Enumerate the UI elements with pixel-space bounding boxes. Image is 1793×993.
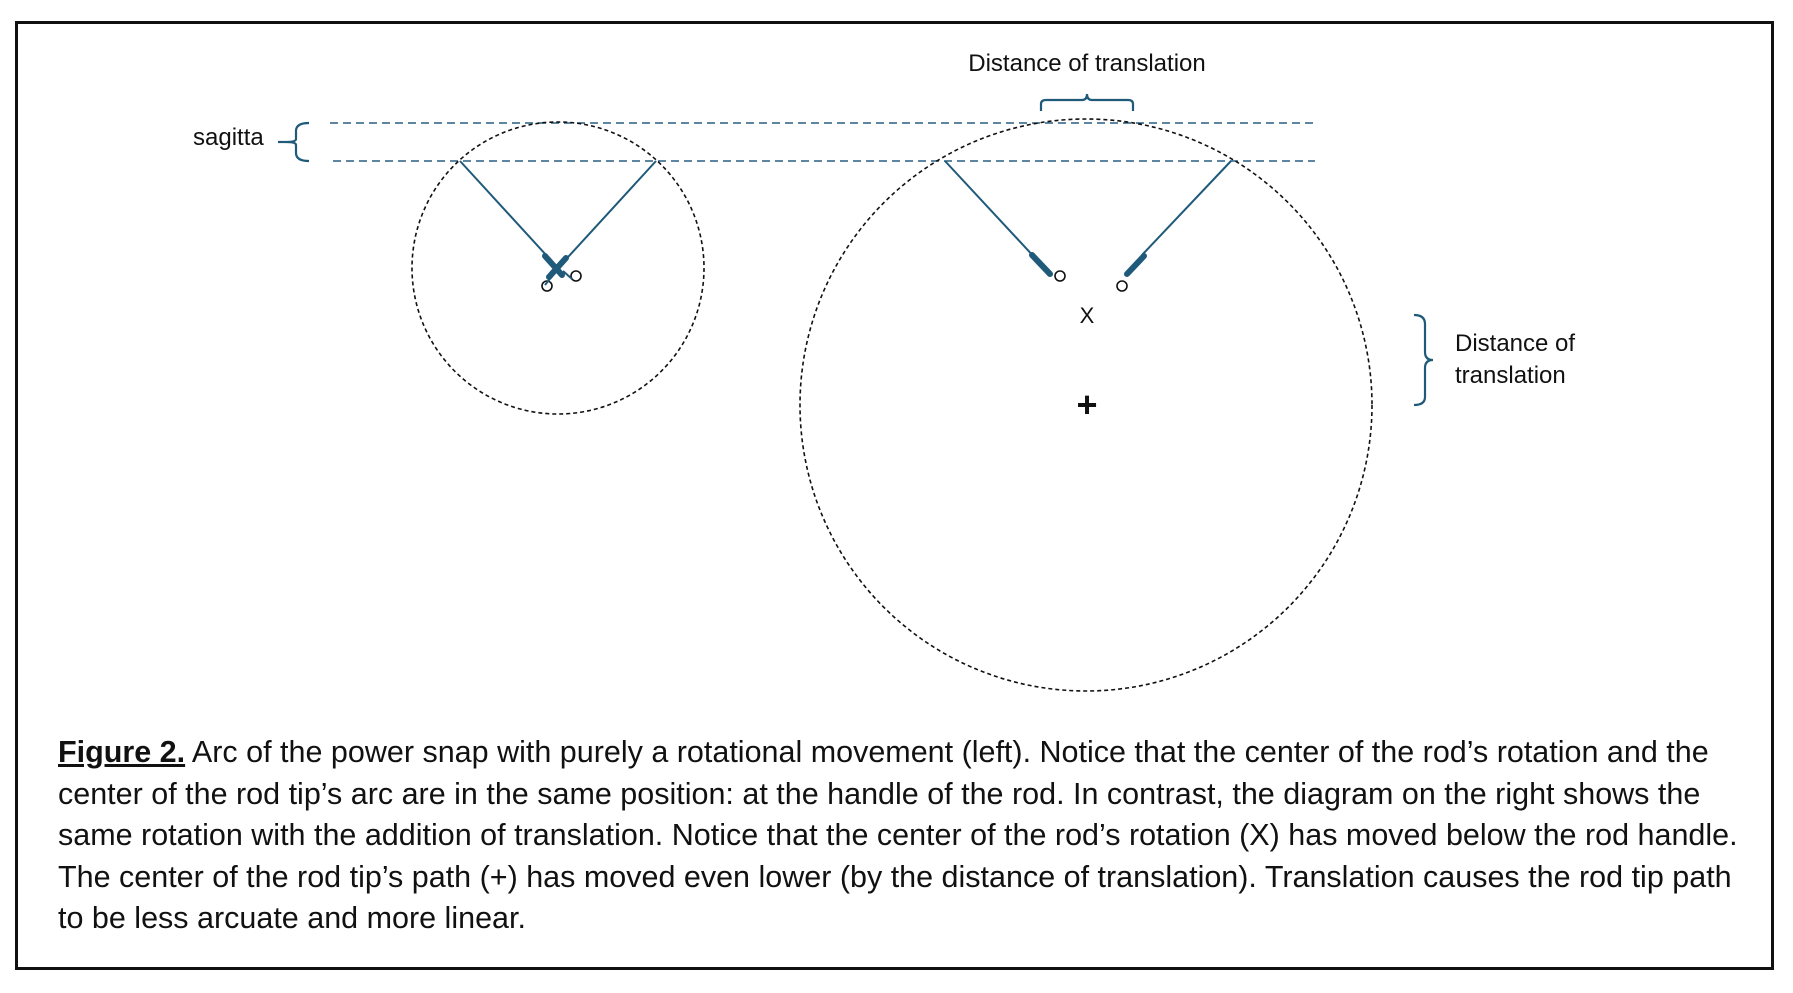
right-rod-2	[1116, 160, 1232, 292]
sagitta-bracket	[285, 121, 310, 163]
figure-label: Figure 2.	[58, 735, 186, 769]
left-tip-path-circle	[411, 121, 705, 415]
top-translation-label: Distance of translation	[968, 50, 1206, 77]
figure-caption: Figure 2. Arc of the power snap with pur…	[58, 732, 1738, 940]
left-rod-1	[459, 160, 582, 282]
figure-frame	[15, 21, 1774, 970]
side-translation-label-line1: Distance of	[1455, 330, 1576, 357]
side-translation-label-line2: translation	[1455, 362, 1566, 389]
right-tip-path-circle	[799, 118, 1373, 692]
top-translation-bracket	[1039, 93, 1135, 111]
right-rod-1	[944, 160, 1066, 282]
arc-center-marker: +	[1076, 384, 1098, 425]
caption-text: Arc of the power snap with purely a rota…	[58, 735, 1738, 935]
sagitta-label: sagitta	[193, 124, 264, 151]
rotation-center-marker: X	[1079, 303, 1095, 328]
side-translation-bracket	[1413, 313, 1434, 407]
